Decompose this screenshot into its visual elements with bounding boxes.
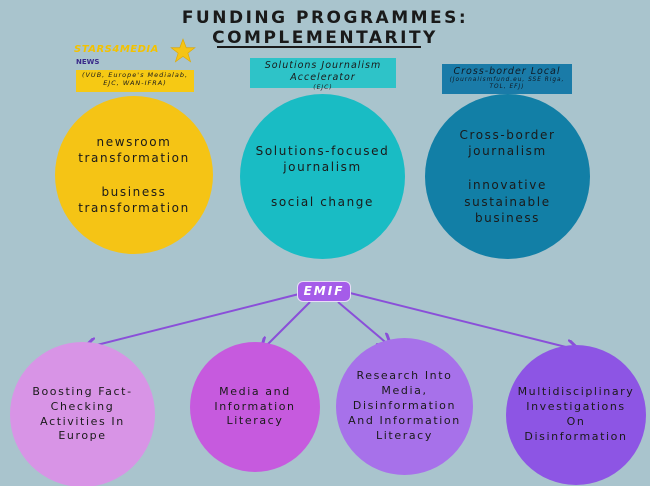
logo-wordmark: STARS4MEDIA: [74, 44, 159, 55]
circle-line: business: [474, 210, 541, 225]
circle-line: transformation: [78, 150, 190, 165]
title-line-1: FUNDING PROGRAMMES:: [181, 8, 469, 28]
circle-line: Solutions-focused: [255, 144, 390, 159]
title-underline: [217, 46, 421, 48]
circle-line: Media,: [381, 384, 428, 398]
circle-line: innovative: [468, 178, 547, 193]
programme-label-stars4media: (VUB, Europe's Medialab, EJC, WAN-IFRA): [76, 70, 194, 92]
circle-line: Multidisciplinary: [517, 385, 635, 399]
project-circle-research: Research Into Media, Disinformation And …: [336, 338, 473, 475]
programme-label-text: Cross-border Local: [453, 66, 561, 77]
logo-news-label: NEWS: [76, 58, 100, 66]
star-icon: [170, 38, 196, 63]
circle-line: Europe: [58, 429, 107, 443]
arrow-icon: [337, 301, 390, 346]
circle-line: Boosting Fact-: [32, 384, 133, 398]
title-line-2: COMPLEMENTARITY: [212, 28, 438, 48]
circle-line: Investigations: [526, 400, 626, 414]
circle-line: newsroom: [96, 134, 172, 149]
circle-line: On: [566, 415, 586, 428]
circle-line: Information: [214, 399, 296, 413]
circle-line: Media and: [219, 384, 291, 398]
circle-line: Cross-border: [459, 128, 556, 143]
project-circle-fact-checking: Boosting Fact- Checking Activities In Eu…: [10, 342, 155, 486]
circle-line: Literacy: [226, 414, 284, 428]
programme-circle-crossborder: Cross-border journalism innovative susta…: [425, 94, 590, 259]
emif-hub: EMIF: [297, 281, 351, 302]
circle-line: Checking: [50, 399, 115, 413]
circle-line: transformation: [78, 201, 190, 216]
programme-label-crossborder: Cross-border Local (Journalismfund.eu, S…: [442, 64, 572, 94]
circle-line: Activities In: [40, 414, 125, 428]
project-circle-investigations: Multidisciplinary Investigations On Disi…: [506, 345, 646, 485]
circle-line: Disinformation: [352, 399, 457, 413]
programme-label-sub: (EJC): [313, 83, 333, 91]
circle-line: Research Into: [356, 369, 453, 383]
project-circle-media-literacy: Media and Information Literacy: [190, 342, 320, 472]
circle-line: sustainable: [464, 194, 551, 209]
circle-line: social change: [271, 194, 374, 209]
programme-label-text: Solutions Journalism Accelerator: [264, 60, 382, 83]
programme-label-solutions: Solutions Journalism Accelerator (EJC): [250, 58, 396, 91]
circle-line: journalism: [468, 144, 547, 159]
circle-line: business: [101, 185, 167, 199]
circle-line: And Information: [348, 413, 461, 427]
circle-line: Disinformation: [524, 429, 628, 443]
arrow-icon: [349, 292, 578, 350]
circle-line: Literacy: [376, 428, 433, 442]
stars4media-logo: STARS4MEDIA NEWS: [74, 38, 196, 88]
programme-circle-stars4media: newsroom transformation business transfo…: [55, 96, 213, 254]
programme-circle-solutions: Solutions-focused journalism social chan…: [240, 94, 405, 259]
circle-line: journalism: [283, 160, 362, 175]
arrow-icon: [262, 301, 311, 350]
arrow-icon: [85, 293, 300, 348]
programme-label-sub: (Journalismfund.eu, SSE Riga, TOL, EFJ): [449, 77, 565, 91]
